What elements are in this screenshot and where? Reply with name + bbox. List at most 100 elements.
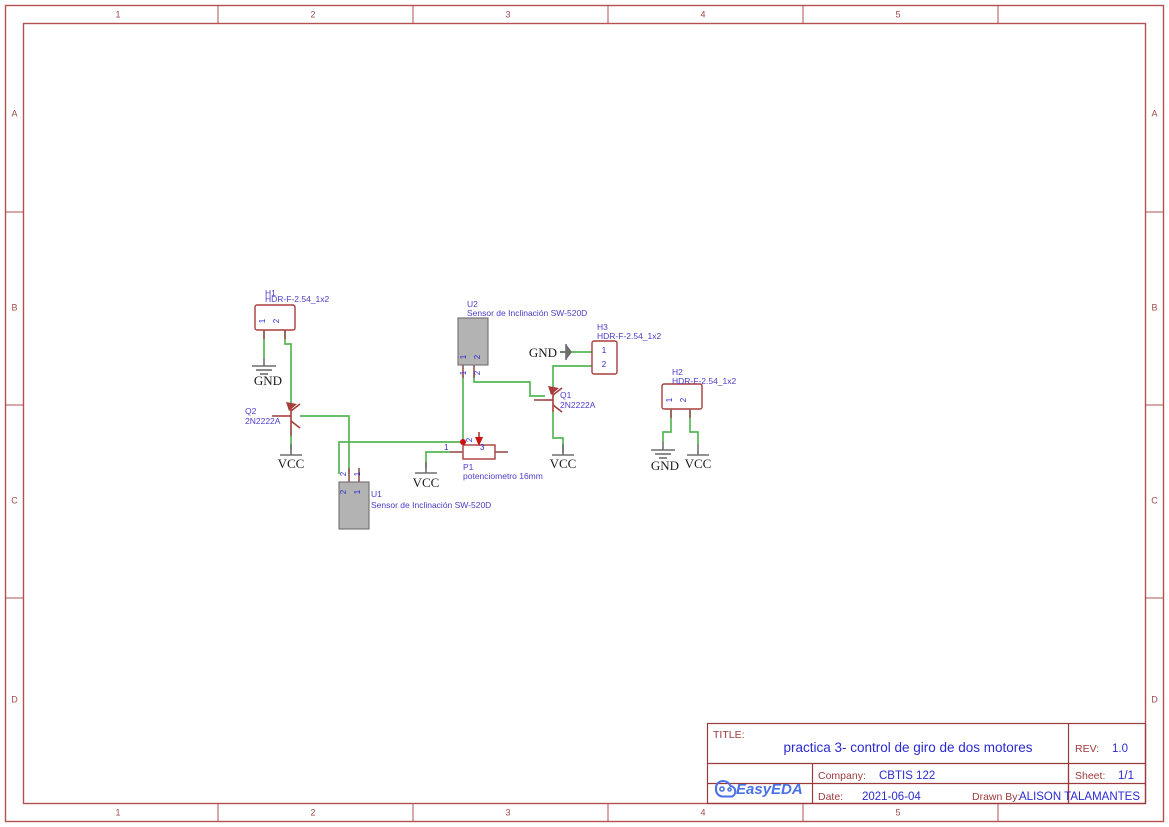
zone-top-5: 5 bbox=[895, 9, 900, 19]
component-h1[interactable]: 1 2 H1 HDR-F-2.54_1x2 bbox=[254, 288, 330, 339]
zone-left-d: D bbox=[11, 694, 18, 704]
u2-pin1-number: 1 bbox=[459, 370, 468, 375]
frame-row-dividers bbox=[5, 211, 1164, 599]
component-h2[interactable]: 1 2 H2 HDR-F-2.54_1x2 bbox=[661, 367, 737, 418]
power-vcc-q2: VCC bbox=[278, 444, 305, 471]
zone-top-2: 2 bbox=[310, 9, 315, 19]
u1-ref-label: U1 bbox=[371, 489, 382, 499]
h3-ref-label: H3 bbox=[597, 322, 608, 332]
zone-left-a: A bbox=[11, 108, 17, 118]
frame-bottom-zone-dividers bbox=[217, 803, 999, 822]
title-key: TITLE: bbox=[713, 729, 745, 741]
zone-left-c: C bbox=[11, 495, 18, 505]
u1-body-pin2: 2 bbox=[339, 489, 348, 494]
u1-body-pin1: 1 bbox=[353, 489, 362, 494]
h1-body bbox=[254, 304, 296, 331]
p1-pin2-number: 2 bbox=[465, 437, 474, 442]
p1-wiper-arrow bbox=[475, 437, 483, 446]
power-gnd-h3: GND bbox=[529, 344, 572, 360]
component-h3[interactable]: 1 2 H3 HDR-F-2.54_1x2 bbox=[591, 322, 662, 375]
vcc-q1-label: VCC bbox=[550, 456, 577, 471]
frame-top-zone-dividers bbox=[217, 5, 999, 24]
zone-top-3: 3 bbox=[505, 9, 510, 19]
title-block: TITLE: practica 3- control de giro de do… bbox=[706, 722, 1147, 805]
q2-collector bbox=[290, 403, 301, 412]
q2-emitter bbox=[290, 420, 301, 429]
q1-emitter-arrow bbox=[548, 386, 559, 395]
zone-right-c: C bbox=[1151, 495, 1158, 505]
rev-value: 1.0 bbox=[1112, 743, 1128, 755]
gnd-h2-label: GND bbox=[651, 458, 679, 473]
u2-body bbox=[457, 317, 489, 366]
component-u2[interactable]: 1 2 1 2 U2 Sensor de Inclinación SW-520D bbox=[457, 299, 587, 378]
h1-pin1-number: 1 bbox=[258, 318, 267, 323]
u2-pin2-number: 2 bbox=[473, 370, 482, 375]
title-value: practica 3- control de giro de dos motor… bbox=[783, 740, 1032, 755]
gnd-h3-label: GND bbox=[529, 345, 557, 360]
h2-body bbox=[661, 383, 703, 410]
easyeda-logo-text: EasyEDA bbox=[736, 781, 803, 798]
u2-body-pin2: 2 bbox=[473, 354, 482, 359]
h1-ref-label: H1 bbox=[265, 288, 276, 298]
component-p1[interactable]: 1 2 3 P1 potenciometro 16mm bbox=[444, 432, 543, 481]
date-value: 2021-06-04 bbox=[862, 791, 921, 803]
zone-left-b: B bbox=[11, 302, 17, 312]
h3-pin2-number: 2 bbox=[602, 360, 607, 369]
zone-bottom-5: 5 bbox=[895, 807, 900, 817]
zone-right-a: A bbox=[1151, 108, 1157, 118]
zone-right-d: D bbox=[1151, 694, 1158, 704]
power-vcc-h2: VCC bbox=[685, 444, 712, 471]
company-key: Company: bbox=[818, 770, 866, 782]
zone-top-4: 4 bbox=[700, 9, 705, 19]
frame-outer bbox=[4, 4, 1165, 823]
u1-body bbox=[338, 481, 370, 530]
u2-body-pin1: 1 bbox=[459, 354, 468, 359]
q2-value-label: 2N2222A bbox=[245, 416, 281, 426]
q1-collector bbox=[552, 387, 563, 396]
p1-pin1-number: 1 bbox=[444, 443, 449, 452]
cloud-icon bbox=[714, 779, 737, 798]
h3-pin1-number: 1 bbox=[602, 346, 607, 355]
h1-value-label: HDR-F-2.54_1x2 bbox=[265, 294, 330, 304]
sheet-key: Sheet: bbox=[1075, 770, 1105, 782]
h3-body bbox=[591, 340, 618, 375]
p1-junction-dot bbox=[460, 439, 466, 445]
q1-emitter bbox=[552, 404, 563, 413]
zone-top-1: 1 bbox=[115, 9, 120, 19]
u2-ref-label: U2 bbox=[467, 299, 478, 309]
drawn-by-value: ALISON TALAMANTES bbox=[1019, 791, 1140, 803]
h2-value-label: HDR-F-2.54_1x2 bbox=[672, 376, 737, 386]
q1-value-label: 2N2222A bbox=[560, 400, 596, 410]
sheet-value: 1/1 bbox=[1118, 770, 1134, 782]
power-vcc-q1: VCC bbox=[550, 444, 577, 471]
zone-right-b: B bbox=[1151, 302, 1157, 312]
p1-value-label: potenciometro 16mm bbox=[463, 471, 543, 481]
rev-key: REV: bbox=[1075, 743, 1099, 755]
zone-bottom-2: 2 bbox=[310, 807, 315, 817]
u1-pin2-number: 2 bbox=[339, 471, 348, 476]
p1-body bbox=[462, 444, 496, 460]
company-value: CBTIS 122 bbox=[879, 770, 935, 782]
drawn-by-key: Drawn By: bbox=[972, 791, 1020, 803]
zone-bottom-4: 4 bbox=[700, 807, 705, 817]
gnd-h1-label: GND bbox=[254, 373, 282, 388]
vcc-h2-label: VCC bbox=[685, 456, 712, 471]
u1-pin1-number: 1 bbox=[353, 471, 362, 476]
u1-value-label: Sensor de Inclinación SW-520D bbox=[371, 500, 491, 510]
power-vcc-p1: VCC bbox=[413, 462, 440, 490]
component-q1[interactable]: Q1 2N2222A bbox=[534, 386, 596, 413]
easyeda-logo: EasyEDA bbox=[714, 779, 803, 798]
zone-bottom-1: 1 bbox=[115, 807, 120, 817]
h1-pin2-number: 2 bbox=[272, 318, 281, 323]
q2-ref-label: Q2 bbox=[245, 406, 257, 416]
component-q2[interactable]: Q2 2N2222A bbox=[245, 402, 301, 436]
p1-ref-label: P1 bbox=[463, 462, 474, 472]
vcc-q2-label: VCC bbox=[278, 456, 305, 471]
p1-pin3-number: 3 bbox=[480, 443, 485, 452]
component-u1[interactable]: 2 1 2 1 U1 Sensor de Inclinación SW-520D bbox=[338, 468, 491, 530]
h2-pin1-number: 1 bbox=[665, 397, 674, 402]
net-wires bbox=[263, 330, 699, 474]
vcc-p1-label: VCC bbox=[413, 475, 440, 490]
frame-inner bbox=[22, 22, 1147, 805]
